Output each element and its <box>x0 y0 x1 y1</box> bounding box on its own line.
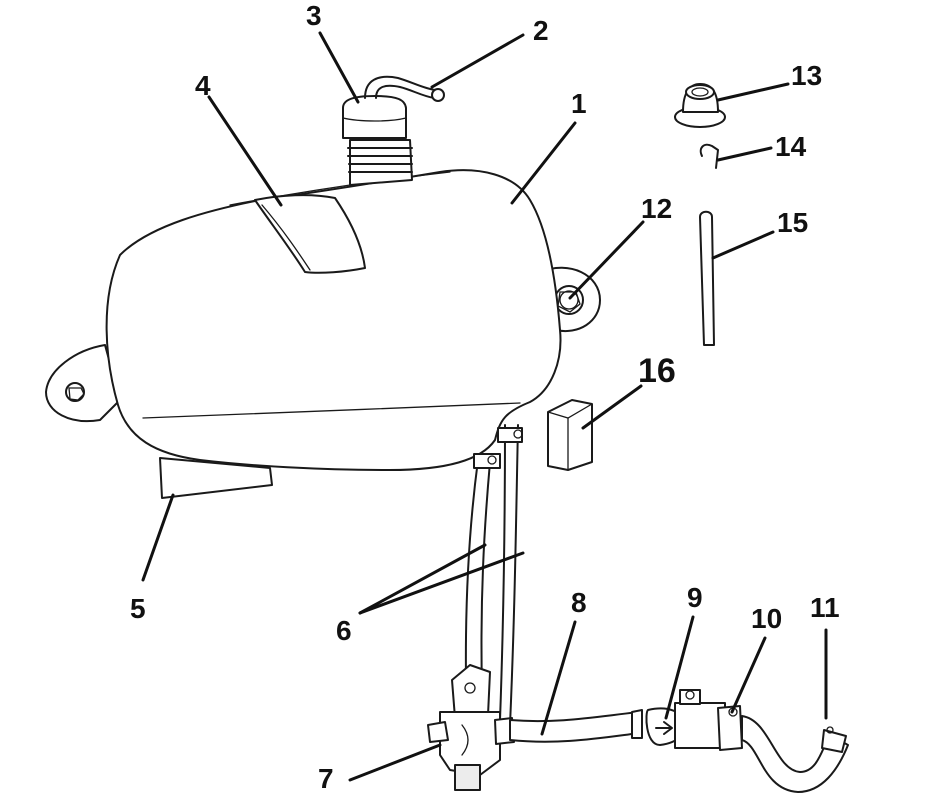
hose-15 <box>699 210 715 346</box>
callout-labels: 1 2 3 4 5 6 7 8 9 10 11 12 13 14 15 16 <box>130 0 840 794</box>
block-16 <box>547 399 593 471</box>
tank-pad <box>254 194 366 274</box>
callout-8: 8 <box>571 587 587 618</box>
tank-bracket <box>159 457 273 499</box>
hose-8 <box>509 711 641 743</box>
leader-lines <box>141 31 828 782</box>
callout-3: 3 <box>306 0 322 31</box>
fuel-valve <box>427 664 515 791</box>
grommet <box>557 291 581 313</box>
callout-10: 10 <box>751 603 782 634</box>
fuel-hoses <box>464 424 523 726</box>
callout-1: 1 <box>571 88 587 119</box>
callout-14: 14 <box>775 131 807 162</box>
callout-9: 9 <box>687 582 703 613</box>
callout-6: 6 <box>336 615 352 646</box>
hose-end <box>741 715 849 793</box>
callout-12: 12 <box>641 193 672 224</box>
fuel-filter <box>631 689 726 749</box>
callout-2: 2 <box>533 15 549 46</box>
cap-13 <box>674 83 726 128</box>
clip-14 <box>699 143 719 169</box>
callout-4: 4 <box>195 70 211 101</box>
callout-11: 11 <box>810 592 840 623</box>
callout-5: 5 <box>130 593 146 624</box>
filler-cap <box>342 95 413 186</box>
callout-15: 15 <box>777 207 808 238</box>
callout-16: 16 <box>638 352 676 390</box>
clamp-10 <box>717 705 743 751</box>
callout-13: 13 <box>791 60 822 91</box>
callout-7: 7 <box>318 763 334 794</box>
breather-tube <box>364 75 445 102</box>
